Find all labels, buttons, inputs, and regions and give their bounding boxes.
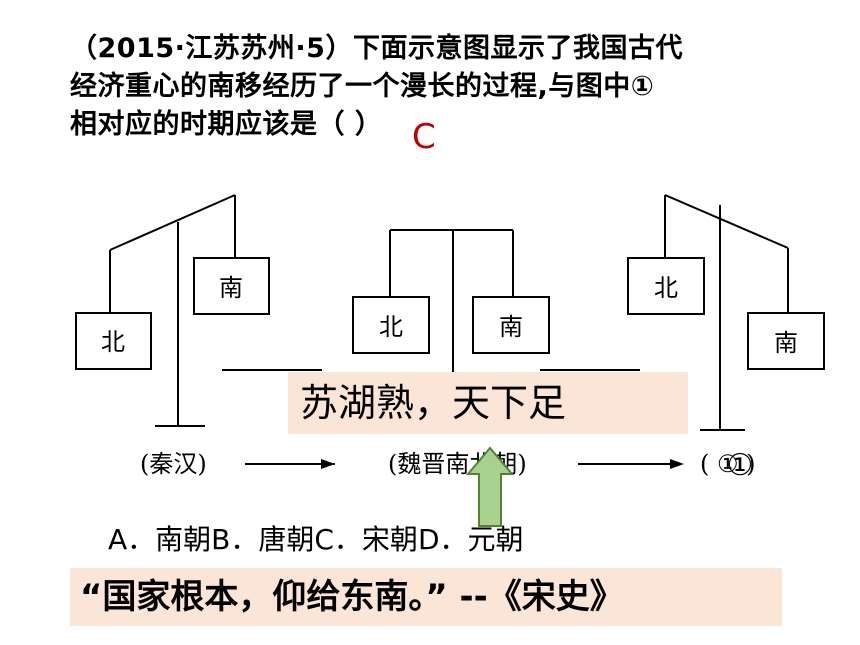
question-text: （2015·江苏苏州·5）下面示意图显示了我国古代 经济重心的南移经历了一个漫长… [70,30,810,144]
label-south-2: 南 [499,313,523,341]
up-arrow-icon [465,446,515,527]
scale-qinhan [75,194,270,427]
scale-weijin [352,229,550,375]
question-line-1: （2015·江苏苏州·5）下面示意图显示了我国古代 [70,33,683,64]
choice-d[interactable]: D．元朝 [417,523,524,556]
quote-suhu: 苏湖熟，天下足 [288,372,688,434]
arrow-head-2 [670,459,684,469]
question-line-2: 经济重心的南移经历了一个漫长的过程,与图中① [70,71,655,102]
answer-mark: C [412,117,436,157]
answer-choices: A．南朝B．唐朝C．宋朝D．元朝 [108,518,524,558]
period-3: ( ① ) [700,450,756,478]
label-south-1: 南 [219,274,243,302]
quote-songshi: “国家根本，仰给东南。” --《宋史》 [70,568,782,626]
period-qinhan: (秦汉) [140,450,207,478]
label-north-2: 北 [379,313,403,341]
choice-c[interactable]: C．宋朝 [314,523,418,556]
arrow-head-1 [321,459,335,469]
label-north-1: 北 [101,328,125,356]
choice-b[interactable]: B．唐朝 [211,523,315,556]
scale-period3 [627,194,825,431]
label-north-3: 北 [654,274,678,302]
choice-a[interactable]: A．南朝 [108,523,212,556]
circle-one-mark: ① [727,448,754,483]
question-line-3: 相对应的时期应该是（ ） [70,109,383,140]
label-south-3: 南 [774,329,798,357]
